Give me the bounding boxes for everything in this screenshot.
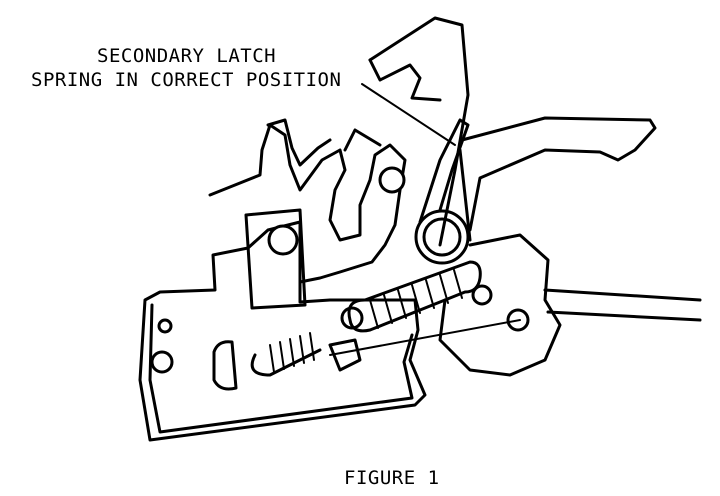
secondary-latch-spring [414,118,470,265]
mounting-plate [138,220,427,442]
plate-rivet-left [150,350,174,374]
secondary-latch-lever [368,16,657,247]
claw-pivot [267,224,299,256]
plate-rivet-upper [157,318,173,334]
callout-leader-line [361,83,456,146]
main-coil-spring [340,260,482,333]
claw-rivet [378,166,406,194]
figure-caption: FIGURE 1 [344,467,440,489]
latch-claw [208,118,407,310]
lower-spring [250,332,362,377]
callout-label-line1: SECONDARY LATCH [97,45,277,67]
callout-label-line2: SPRING IN CORRECT POSITION [31,69,342,91]
plate-slot [212,340,238,391]
right-bracket [329,233,702,377]
